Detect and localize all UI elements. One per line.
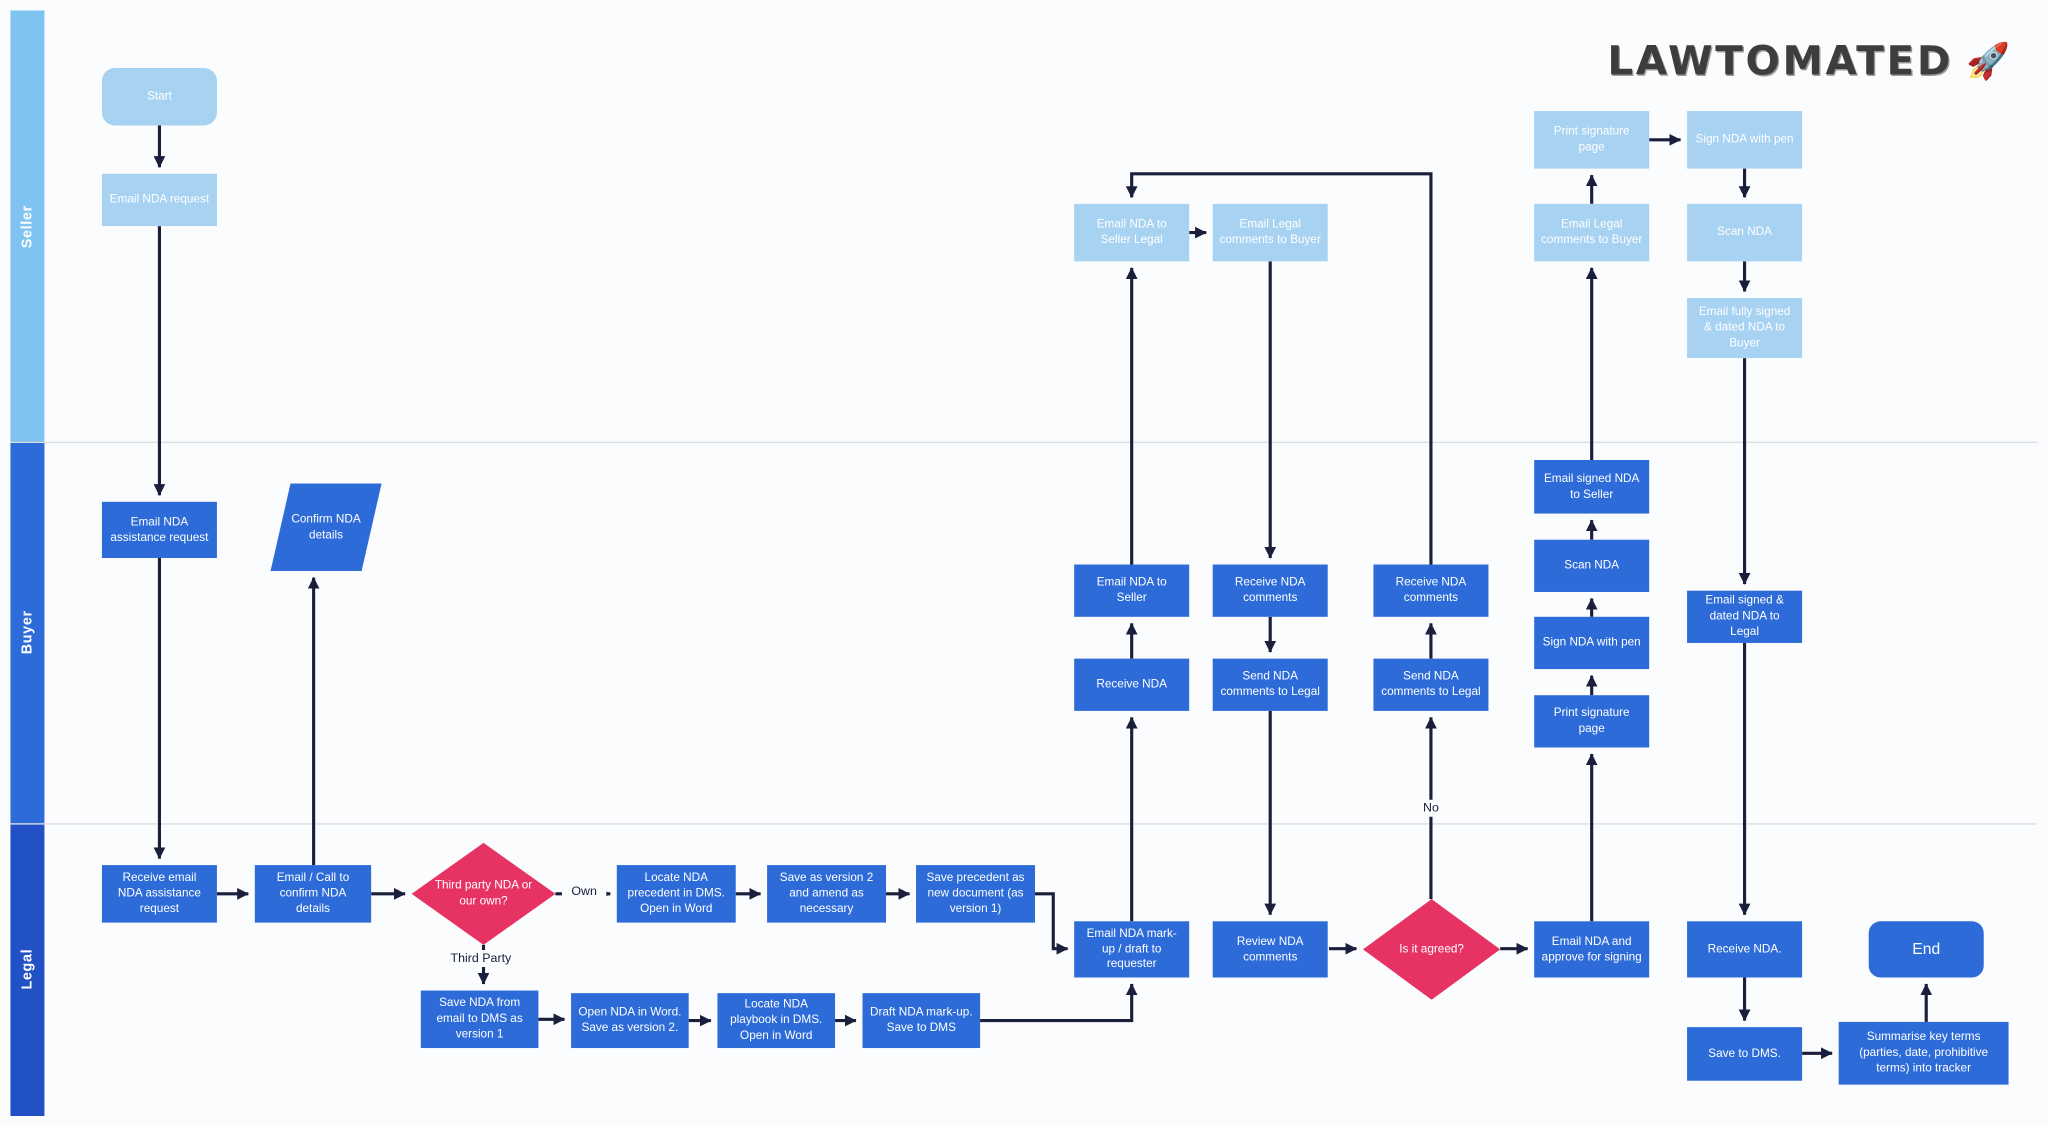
node-scan-nda-seller: Scan NDA: [1687, 203, 1803, 262]
node-receive-nda-comments-2: Receive NDA comments: [1373, 564, 1489, 617]
lane-buyer: Buyer: [10, 441, 45, 824]
node-email-fully-signed-dated-nda-to-buyer: Email fully signed & dated NDA to Buyer: [1687, 297, 1803, 359]
node-summarise-key-terms: Summarise key terms (parties, date, proh…: [1838, 1021, 2009, 1085]
logo: LAWTOMATED 🚀: [1607, 34, 2010, 89]
node-locate-nda-precedent-in-dms: Locate NDA precedent in DMS. Open in Wor…: [616, 865, 736, 923]
lane-seller: Seller: [10, 10, 45, 442]
node-print-signature-page-buyer: Print signature page: [1534, 695, 1650, 748]
node-receive-nda-final: Receive NDA.: [1687, 921, 1803, 978]
node-email-nda-request: Email NDA request: [101, 173, 217, 227]
node-send-nda-comments-to-legal-2: Send NDA comments to Legal: [1373, 658, 1489, 711]
node-email-nda-assistance-request: Email NDA assistance request: [101, 501, 217, 559]
node-print-signature-page-seller: Print signature page: [1534, 111, 1650, 169]
node-sign-nda-with-pen-buyer: Sign NDA with pen: [1534, 616, 1650, 670]
node-save-as-version-2-and-amend: Save as version 2 and amend as necessary: [767, 865, 887, 923]
node-email-nda-markup-draft-to-requester: Email NDA mark-up / draft to requester: [1074, 921, 1190, 978]
node-email-signed-nda-to-seller: Email signed NDA to Seller: [1534, 459, 1650, 514]
node-receive-nda-comments-1: Receive NDA comments: [1212, 564, 1328, 617]
node-receive-nda: Receive NDA: [1074, 658, 1190, 711]
node-draft-nda-markup-save-to-dms: Draft NDA mark-up. Save to DMS: [862, 993, 981, 1049]
node-email-legal-comments-to-buyer-1: Email Legal comments to Buyer: [1212, 203, 1328, 262]
node-email-nda-to-seller: Email NDA to Seller: [1074, 564, 1190, 617]
node-open-nda-in-word-save-as-version-2: Open NDA in Word. Save as version 2.: [571, 993, 689, 1049]
node-end: End: [1868, 921, 1984, 978]
node-email-call-to-confirm-nda-details: Email / Call to confirm NDA details: [254, 865, 372, 923]
lane-legal: Legal: [10, 823, 45, 1117]
node-review-nda-comments: Review NDA comments: [1212, 921, 1328, 978]
node-send-nda-comments-to-legal-1: Send NDA comments to Legal: [1212, 658, 1328, 711]
rocket-icon: 🚀: [1966, 41, 2011, 82]
node-email-signed-dated-nda-to-legal: Email signed & dated NDA to Legal: [1687, 590, 1803, 643]
node-email-legal-comments-to-buyer-2: Email Legal comments to Buyer: [1534, 203, 1650, 262]
connectors: [153, 125, 1933, 1060]
node-locate-nda-playbook-in-dms: Locate NDA playbook in DMS. Open in Word: [717, 993, 836, 1049]
edge-label-own: Own: [561, 883, 607, 901]
edge-label-no: No: [1412, 799, 1450, 817]
node-email-nda-to-seller-legal: Email NDA to Seller Legal: [1074, 203, 1190, 262]
node-save-nda-from-email-to-dms: Save NDA from email to DMS as version 1: [420, 990, 539, 1049]
lane-divider-seller-buyer: [10, 441, 2038, 444]
node-confirm-nda-details: Confirm NDA details: [270, 483, 382, 572]
edge-label-third-party: Third Party: [443, 950, 519, 968]
node-save-precedent-as-new-document: Save precedent as new document (as versi…: [916, 865, 1035, 923]
node-save-to-dms: Save to DMS.: [1687, 1027, 1803, 1081]
node-start: Start: [101, 67, 217, 126]
lane-divider-buyer-legal: [10, 823, 2038, 825]
node-sign-nda-with-pen-seller: Sign NDA with pen: [1687, 111, 1803, 169]
node-scan-nda-buyer: Scan NDA: [1534, 539, 1650, 592]
node-email-nda-and-approve-for-signing: Email NDA and approve for signing: [1534, 921, 1650, 978]
node-receive-email-nda-assistance-request: Receive email NDA assistance request: [101, 865, 217, 923]
logo-wordmark: LAWTOMATED: [1607, 37, 1954, 85]
